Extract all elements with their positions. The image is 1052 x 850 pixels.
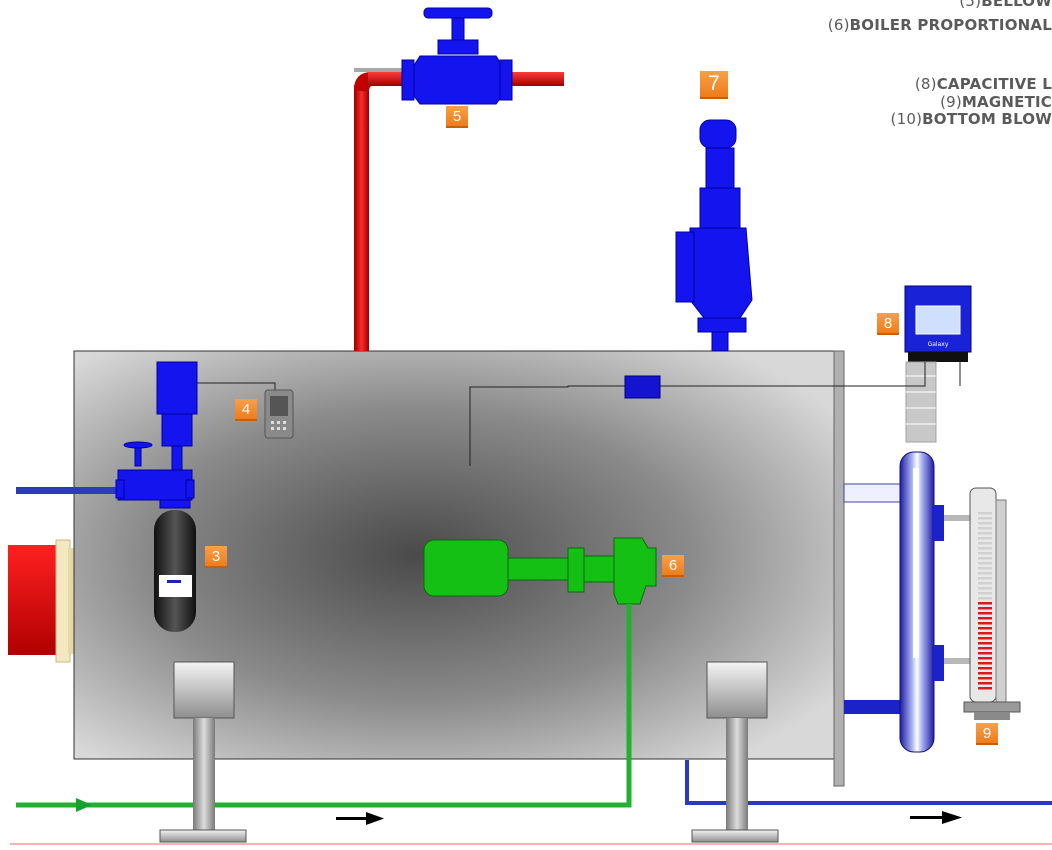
magnetic-level-gauge <box>944 487 1021 720</box>
shell-end-plate <box>833 350 845 787</box>
control-valve <box>115 361 198 509</box>
steam-pipe <box>354 68 564 351</box>
gauge-flap <box>978 592 992 595</box>
legend-num: (6) <box>827 16 850 34</box>
gauge-flap <box>978 527 992 530</box>
gauge-flap <box>978 647 992 650</box>
callout-5: 5 <box>446 106 468 128</box>
gauge-flap <box>978 627 992 630</box>
gauge-flap <box>978 557 992 560</box>
legend-item-6: (6)BOILER PROPORTIONAL <box>828 16 1052 34</box>
flow-arrow-green <box>76 798 92 812</box>
callout-4: 4 <box>235 399 257 421</box>
callout-7: 7 <box>700 71 728 99</box>
callout-8: 8 <box>877 313 899 335</box>
low-water-cutoff <box>154 510 196 632</box>
support-right <box>691 661 779 843</box>
gauge-flap <box>978 687 992 690</box>
water-level-column <box>899 451 944 753</box>
legend-text: BOTTOM BLOW <box>922 110 1052 128</box>
feed-water-line <box>16 604 632 808</box>
gauge-flap <box>978 562 992 565</box>
legend-item-9: (9)MAGNETIC <box>940 93 1052 111</box>
gauge-flap <box>978 582 992 585</box>
gauge-flap <box>978 567 992 570</box>
legend-text: CAPACITIVE L <box>936 75 1052 93</box>
callout-6: 6 <box>662 555 684 577</box>
gauge-flap <box>978 532 992 535</box>
gauge-flap <box>978 617 992 620</box>
legend-text: BOILER PROPORTIONAL <box>849 16 1052 34</box>
legend-num: (9) <box>940 93 962 111</box>
gauge-flap <box>978 577 992 580</box>
gauge-flap <box>978 552 992 555</box>
gauge-flap <box>978 517 992 520</box>
legend-item-8: (8)CAPACITIVE L <box>915 75 1052 93</box>
gauge-flap <box>978 602 992 605</box>
gauge-flap <box>978 652 992 655</box>
gauge-flap <box>978 542 992 545</box>
gauge-connection-top <box>843 483 903 503</box>
legend-text: MAGNETIC <box>961 93 1052 111</box>
gauge-flap <box>978 662 992 665</box>
legend-item-10: (10)BOTTOM BLOW <box>891 110 1052 128</box>
gauge-flap <box>978 667 992 670</box>
legend-num: (5) <box>959 0 982 10</box>
gauge-flap <box>978 632 992 635</box>
gauge-flap <box>978 672 992 675</box>
feed-pump <box>423 537 657 605</box>
gauge-flap <box>978 587 992 590</box>
gauge-flap <box>978 597 992 600</box>
legend-num: (8) <box>914 75 937 93</box>
feed-inlet-pipe <box>16 487 116 494</box>
gauge-flap <box>978 637 992 640</box>
gauge-flap <box>978 522 992 525</box>
support-left <box>159 661 247 843</box>
legend-text: BELLOW <box>981 0 1052 10</box>
gauge-connection-bottom <box>844 700 902 714</box>
gauge-flap <box>978 537 992 540</box>
legend-num: (10) <box>890 110 923 128</box>
junction-box <box>624 375 661 399</box>
callout-9: 9 <box>976 723 998 745</box>
signal-wires <box>197 362 961 466</box>
arrow-right-icon <box>336 812 384 825</box>
gauge-flap <box>978 607 992 610</box>
gauge-flap <box>978 677 992 680</box>
steam-stop-valve <box>401 7 513 105</box>
callout-3: 3 <box>205 546 227 568</box>
gauge-flap <box>978 622 992 625</box>
arrow-right-icon <box>910 811 962 824</box>
gauge-flap <box>978 682 992 685</box>
legend-item-5: (5)BELLOW <box>959 0 1052 10</box>
blowdown-line <box>685 760 1052 805</box>
gauge-flap <box>978 572 992 575</box>
controller-unit <box>264 389 294 439</box>
transmitter-brand: Galaxy <box>928 341 949 348</box>
gauge-flap <box>978 657 992 660</box>
gauge-flap <box>978 547 992 550</box>
level-transmitter: Galaxy <box>904 285 972 443</box>
gauge-flap <box>978 512 992 515</box>
burner <box>8 539 76 663</box>
gauge-flap <box>978 642 992 645</box>
safety-valve <box>675 119 753 352</box>
gauge-flap <box>978 612 992 615</box>
